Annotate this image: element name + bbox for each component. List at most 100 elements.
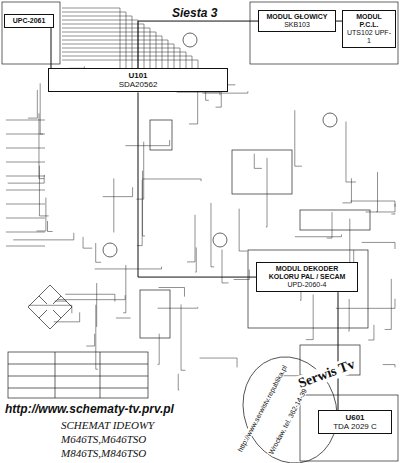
wire [368, 325, 374, 340]
transistor-symbol [213, 233, 227, 247]
wire [96, 243, 101, 262]
wire [177, 92, 220, 95]
wire [62, 20, 138, 70]
node-text: U601 [322, 413, 388, 422]
wire [39, 166, 48, 216]
node-text: UPC-2061 [8, 17, 50, 25]
node-text: MODUL DEKODER KOLORU PAL / SECAM [260, 265, 354, 281]
wire [327, 212, 332, 238]
transistor-symbol [323, 113, 337, 127]
wire [222, 249, 229, 282]
wire [62, 28, 150, 70]
ic-box [232, 150, 292, 194]
wire [125, 140, 169, 146]
wire [83, 237, 92, 248]
wire [48, 221, 53, 232]
wire [62, 12, 126, 70]
node-text: MODUL GŁOWICY [262, 13, 332, 21]
module-box: MODUL P.C.L.UTS102 UPF-1 [342, 10, 396, 48]
wire [306, 294, 313, 339]
diode-symbols [39, 296, 61, 318]
wire [65, 294, 115, 301]
node-text: MODUL P.C.L. [346, 13, 392, 29]
wire [181, 304, 185, 370]
wire [57, 295, 125, 299]
wire [6, 246, 45, 247]
wire [123, 265, 126, 313]
wire [6, 148, 45, 149]
table-grid [8, 352, 148, 398]
decoder-frame [248, 250, 368, 328]
wire [295, 110, 302, 166]
wire [366, 204, 395, 212]
wire [376, 172, 377, 212]
wire [6, 190, 45, 191]
wire [40, 83, 43, 134]
wire [62, 36, 162, 70]
stamp-text: Wrocław, tel. 362-14-39 [267, 387, 309, 457]
wire [383, 365, 395, 368]
wire [103, 187, 133, 196]
wire [266, 158, 267, 227]
node-text: UTS102 UPF-1 [346, 29, 392, 45]
module-frame [250, 2, 398, 64]
node-text: UPD-2060-4 [260, 281, 354, 289]
wire [295, 234, 342, 236]
page-title: Siesta 3 [170, 6, 219, 20]
wire [62, 40, 168, 70]
wire [195, 247, 196, 272]
wire [62, 24, 144, 70]
wire [346, 121, 356, 181]
node-text: TDA 2029 C [322, 422, 388, 431]
transistor-symbol [103, 243, 117, 257]
wire [158, 287, 184, 296]
module-box: UPC-2061 [4, 14, 54, 28]
module-box: MODUL GŁOWICYSKB103 [258, 10, 336, 32]
wire [6, 204, 45, 205]
wire [348, 219, 350, 265]
audio-frame [300, 395, 398, 461]
wire [62, 48, 180, 70]
wire [6, 134, 45, 135]
wire [200, 358, 238, 367]
title-block: SCHEMAT IDEOWY [60, 419, 155, 431]
wire [113, 178, 114, 232]
wire [62, 8, 120, 70]
wire [142, 179, 201, 181]
wire [95, 267, 162, 269]
node-text: U101 [52, 71, 224, 80]
wire [234, 269, 250, 279]
ic-box [300, 210, 370, 230]
bridge-rectifier [28, 285, 72, 329]
wire [6, 218, 45, 219]
wire [6, 120, 45, 121]
wire [29, 305, 72, 313]
wire [37, 198, 46, 231]
wire [351, 201, 395, 207]
wire [187, 215, 195, 262]
wire [116, 317, 131, 318]
ic-box: U101SDA20562 [48, 68, 228, 92]
node-text: SKB103 [262, 21, 332, 29]
ic-box [140, 290, 170, 338]
title-block: M646TS,M646TSO [60, 433, 147, 445]
wire [178, 374, 179, 390]
node-text: SDA20562 [52, 80, 224, 89]
stamp-outline [228, 344, 351, 463]
wire [96, 305, 98, 369]
wire [336, 299, 395, 309]
ic-box: U601TDA 2029 C [318, 410, 392, 434]
wire [86, 334, 94, 346]
web-address: http://www.schematy-tv.prv.pl [4, 402, 175, 416]
signal-line [138, 92, 256, 277]
wire [54, 312, 80, 322]
title-block: M846TS,M846TSO [60, 447, 147, 459]
wire [62, 32, 156, 70]
wire [158, 307, 198, 308]
transistor-symbol [183, 33, 197, 47]
wire [96, 283, 97, 327]
wire [385, 279, 392, 330]
wire [39, 113, 44, 178]
wire [254, 154, 262, 169]
wire [55, 301, 67, 303]
